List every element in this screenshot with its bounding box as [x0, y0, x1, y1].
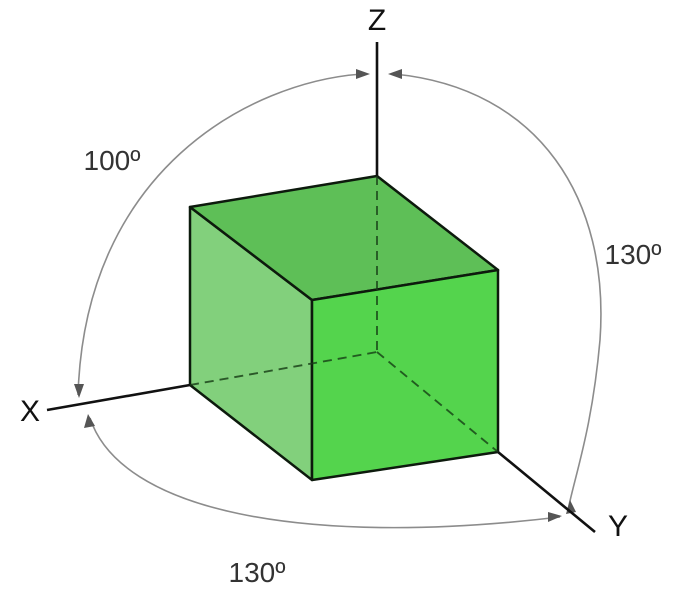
- y-axis-line: [497, 450, 596, 534]
- arrowhead-x-lower: [84, 414, 95, 428]
- angle-arc-xy: [89, 417, 561, 529]
- hidden-edges-overlay: [189, 176, 499, 453]
- hidden-x-edge-overlay: [189, 351, 378, 386]
- axes: [46, 42, 596, 534]
- arc-arrowheads: [74, 69, 576, 522]
- arrowhead-z-left: [356, 69, 370, 79]
- angle-label-zy: 130º: [605, 239, 662, 270]
- axis-label-x: X: [20, 395, 40, 428]
- angle-arc-zy: [393, 73, 602, 511]
- axis-label-y: Y: [608, 510, 628, 543]
- hidden-y-edge-overlay: [376, 351, 499, 453]
- x-axis-line: [46, 383, 191, 412]
- angle-label-xz: 100º: [84, 145, 141, 176]
- arrowhead-z-right: [388, 69, 402, 79]
- angle-arc-xz: [77, 73, 363, 396]
- axis-label-z: Z: [368, 4, 386, 37]
- angle-label-xy: 130º: [229, 557, 286, 588]
- arrowhead-y-lower: [548, 512, 562, 522]
- arrowhead-x-upper: [74, 384, 84, 398]
